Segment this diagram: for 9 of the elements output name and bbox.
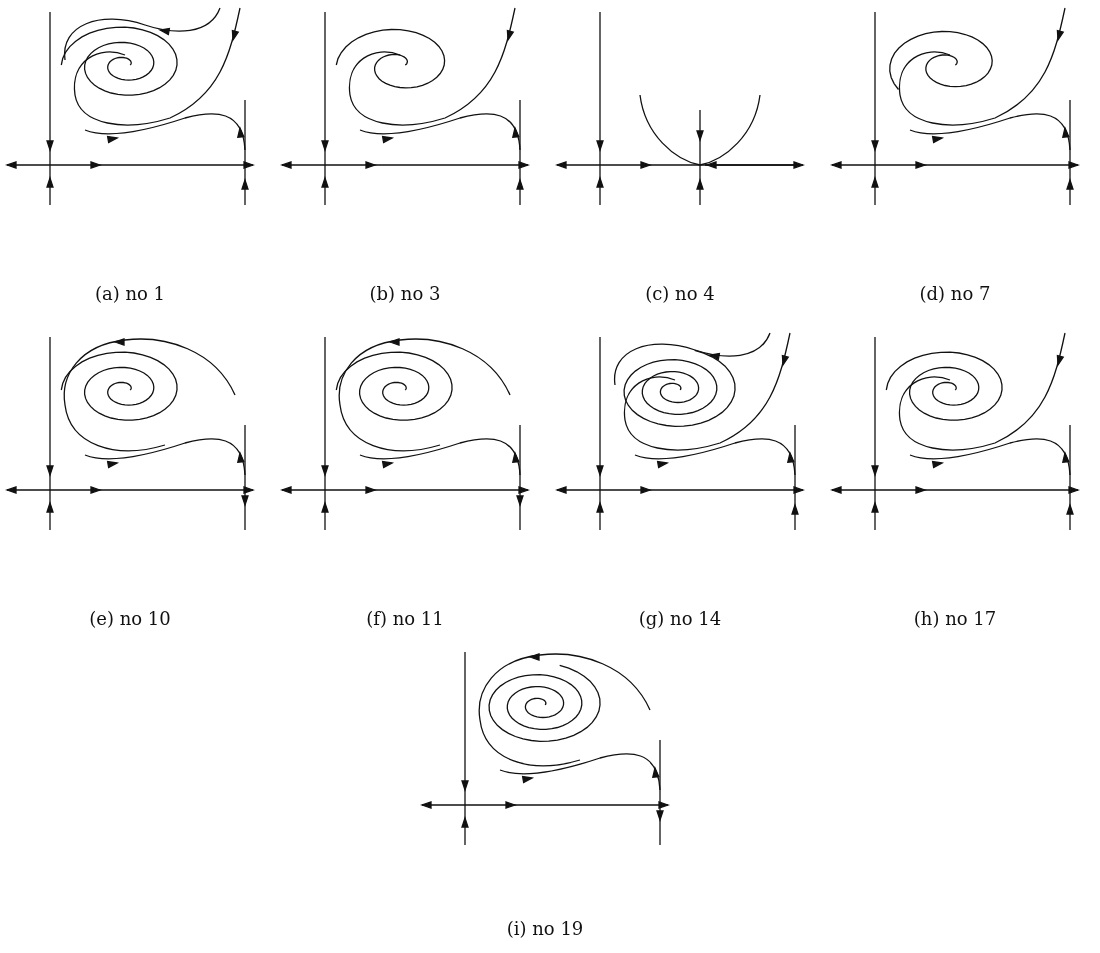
panel-caption: (e) no 10 [89, 607, 171, 631]
panel-caption: (d) no 7 [919, 282, 991, 306]
panel-caption: (a) no 1 [94, 282, 166, 306]
panel-caption: (i) no 19 [506, 917, 584, 941]
panel-caption: (h) no 17 [913, 607, 997, 631]
panel-caption: (b) no 3 [369, 282, 441, 306]
panel-caption: (c) no 4 [645, 282, 715, 306]
panel-caption: (f) no 11 [366, 607, 444, 631]
panel-caption: (g) no 14 [638, 607, 722, 631]
